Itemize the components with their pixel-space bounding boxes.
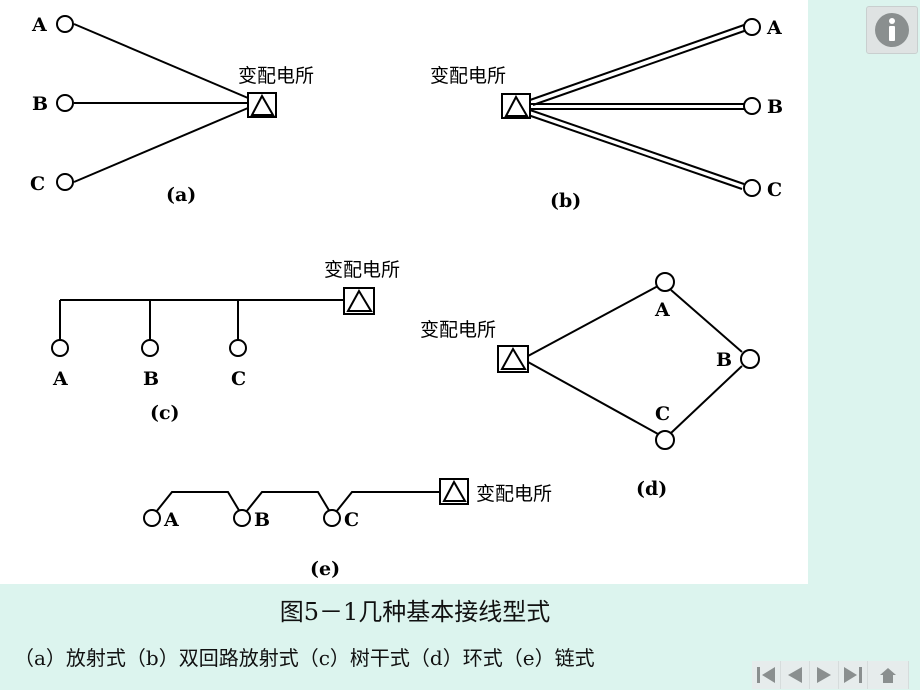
prev-page-button[interactable]	[781, 661, 810, 689]
figure-subtitle: （a）放射式（b）双回路放射式（c）树干式（d）环式（e）链式	[14, 646, 595, 670]
node-b-label: B	[254, 509, 270, 531]
node-b-label: B	[143, 368, 159, 390]
diagram-e-chain	[143, 478, 469, 527]
node-a-label: A	[163, 509, 179, 531]
home-button[interactable]	[868, 661, 909, 689]
info-button[interactable]	[866, 6, 918, 54]
next-page-icon	[817, 667, 831, 683]
node-c-label: C	[344, 509, 359, 531]
figure-label-d: (d)	[636, 478, 667, 500]
home-icon	[880, 668, 896, 683]
diagram-b-double-radial	[501, 18, 761, 197]
node-b-label: B	[767, 96, 783, 118]
last-page-button[interactable]	[839, 661, 868, 689]
figure-title: 图5－1几种基本接线型式	[279, 598, 551, 626]
wiring-diagram: A B C 变配电所 (a) 变配电所 A B C (b) 变配电所 A B C…	[30, 14, 783, 580]
substation-label: 变配电所	[476, 483, 552, 505]
diagram-a-radial	[56, 15, 277, 191]
first-page-icon	[757, 667, 775, 683]
node-c-label: C	[767, 179, 782, 201]
node-c-label: C	[655, 403, 670, 425]
node-a-label: A	[31, 14, 47, 36]
figure-label-a: (a)	[166, 184, 196, 206]
figure-label-e: (e)	[310, 558, 340, 580]
node-a-label: A	[766, 17, 782, 39]
diagram-d-ring	[497, 272, 760, 450]
substation-label: 变配电所	[324, 259, 400, 281]
figure-label-b: (b)	[550, 190, 581, 212]
node-c-label: C	[30, 173, 45, 195]
diagram-panel: A B C 变配电所 (a) 变配电所 A B C (b) 变配电所 A B C…	[0, 0, 808, 584]
info-icon	[875, 13, 909, 47]
substation-label: 变配电所	[430, 65, 506, 87]
substation-label: 变配电所	[238, 65, 314, 87]
first-page-button[interactable]	[752, 661, 781, 689]
node-c-label: C	[231, 368, 246, 390]
substation-label: 变配电所	[420, 319, 496, 341]
node-a-label: A	[654, 299, 670, 321]
slide-navigation	[752, 661, 909, 689]
figure-label-c: (c)	[150, 402, 180, 424]
last-page-icon	[844, 667, 862, 683]
node-b-label: B	[716, 349, 732, 371]
prev-page-icon	[788, 667, 802, 683]
node-a-label: A	[52, 368, 68, 390]
next-page-button[interactable]	[810, 661, 839, 689]
node-b-label: B	[32, 93, 48, 115]
diagram-c-trunk	[51, 287, 375, 357]
